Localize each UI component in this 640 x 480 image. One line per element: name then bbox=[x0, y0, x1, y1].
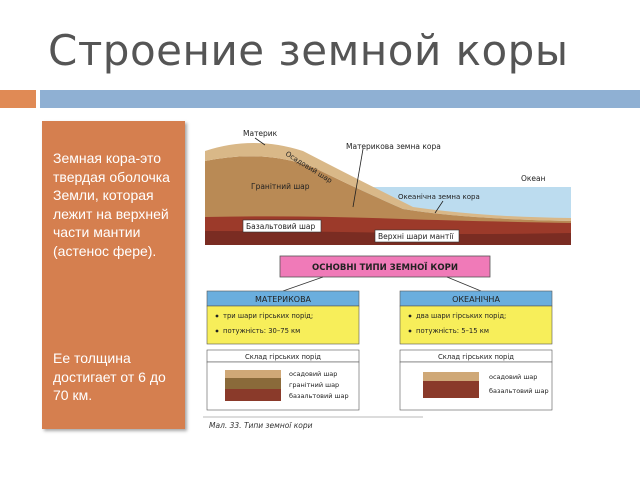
continental-bullet-1 bbox=[215, 314, 219, 318]
continental-crust-pointer bbox=[352, 148, 364, 208]
continental-layer-2: гранітний шар bbox=[289, 381, 339, 389]
figure-caption: Мал. 33. Типи земної кори bbox=[209, 421, 313, 430]
continental-layer-3: базальтовий шар bbox=[289, 392, 349, 400]
label-continent: Материк bbox=[243, 129, 278, 138]
continent-pointer bbox=[254, 137, 266, 146]
definition-textbox: Земная кора-это твердая оболочка Земли, … bbox=[42, 121, 185, 429]
slide-title: Строение земной коры bbox=[48, 26, 569, 75]
main-types-label: ОСНОВНІ ТИПИ ЗЕМНОЇ КОРИ bbox=[312, 262, 458, 273]
oceanic-bullet-2 bbox=[408, 329, 412, 333]
label-mantle: Верхні шари мантії bbox=[378, 232, 454, 241]
oceanic-swatch-sediment bbox=[423, 372, 479, 381]
continental-item-1: три шари гірських порід; bbox=[223, 312, 313, 320]
label-granite: Гранітний шар bbox=[251, 182, 310, 191]
oceanic-layer-2: базальтовий шар bbox=[489, 387, 549, 395]
oceanic-title: ОКЕАНІЧНА bbox=[452, 295, 500, 304]
continental-swatch-granite bbox=[225, 378, 281, 389]
oceanic-swatch-basalt bbox=[423, 381, 479, 398]
continental-item-2: потужність: 30–75 км bbox=[223, 327, 300, 335]
granite-layer bbox=[205, 156, 571, 223]
continental-swatch-sediment bbox=[225, 370, 281, 378]
connector-right bbox=[446, 276, 482, 292]
continental-bullet-2 bbox=[215, 329, 219, 333]
accent-bar-blue bbox=[40, 90, 640, 108]
label-basalt-box bbox=[242, 219, 322, 233]
continental-title: МАТЕРИКОВА bbox=[255, 295, 312, 304]
sedimentary-layer bbox=[205, 143, 571, 221]
crust-types-figure: Материк Материкова земна кора Осадовий ш… bbox=[203, 129, 571, 430]
oceanic-item-2: потужність: 5–15 км bbox=[416, 327, 489, 335]
main-types-box bbox=[279, 255, 491, 278]
label-ocean: Океан bbox=[521, 174, 546, 183]
oceanic-layer-1: осадовий шар bbox=[489, 373, 537, 381]
continental-swatch-basalt bbox=[225, 389, 281, 401]
continental-layer-1: осадовий шар bbox=[289, 370, 337, 378]
connector-left bbox=[282, 276, 324, 292]
label-mantle-box bbox=[374, 229, 460, 243]
definition-paragraph: Земная кора-это твердая оболочка Земли, … bbox=[53, 150, 170, 259]
oceanic-bullet-1 bbox=[408, 314, 412, 318]
oceanic-props bbox=[399, 305, 553, 345]
continental-props bbox=[206, 305, 360, 345]
continental-layers-title: Склад гірських порід bbox=[245, 353, 321, 361]
oceanic-layers-title: Склад гірських порід bbox=[438, 353, 514, 361]
label-basalt: Базальтовий шар bbox=[246, 222, 316, 231]
label-oceanic-crust: Океанічна земна кора bbox=[398, 193, 480, 201]
thickness-paragraph: Ее толщина достигает от 6 до 70 км. bbox=[53, 350, 166, 404]
label-continental-crust: Материкова земна кора bbox=[346, 142, 441, 151]
oceanic-crust-pointer bbox=[434, 200, 444, 214]
oceanic-item-1: два шари гірських порід; bbox=[416, 312, 506, 320]
accent-bar-orange bbox=[0, 90, 36, 108]
